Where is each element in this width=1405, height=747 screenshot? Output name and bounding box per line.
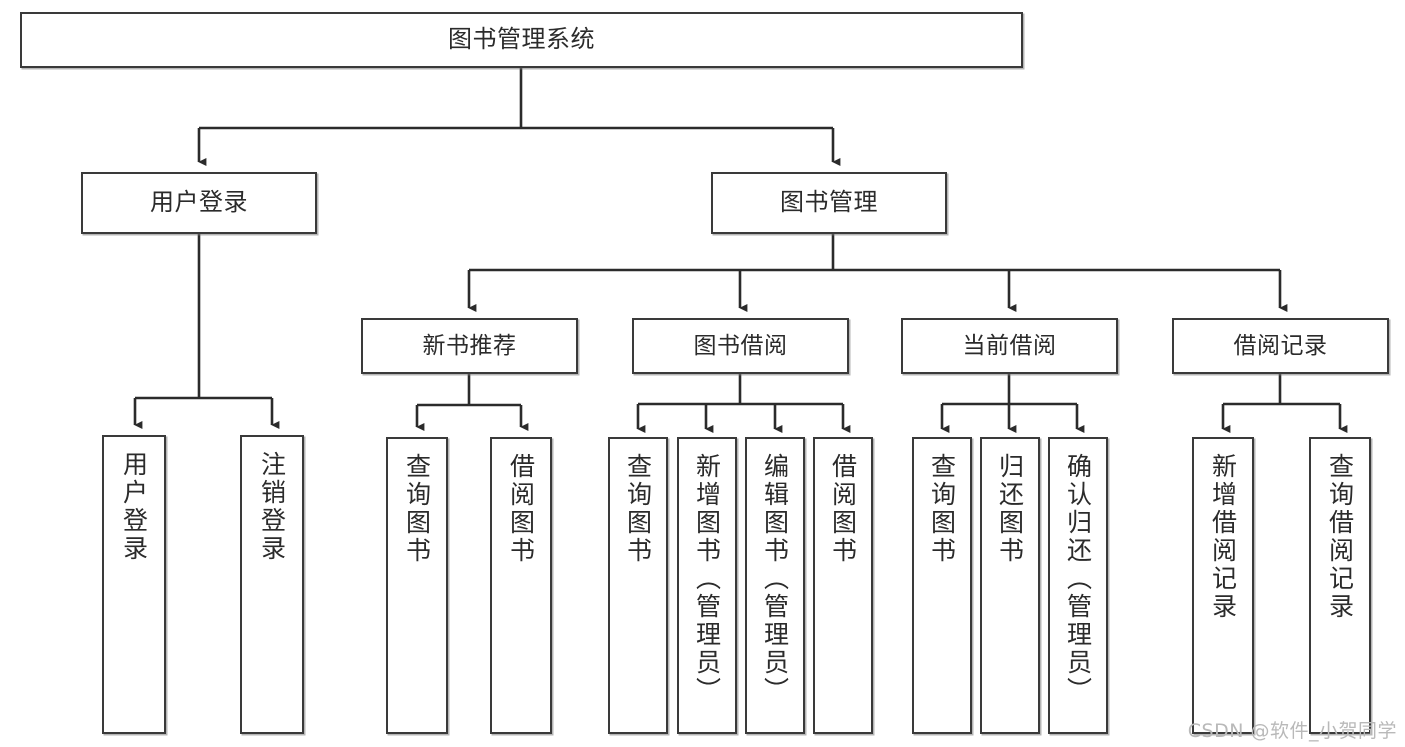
node-label: 当前借阅 (962, 332, 1057, 359)
node-label: 编辑图书（管理员） (760, 453, 790, 705)
node-borrow-records[interactable]: 借阅记录 (1172, 318, 1389, 374)
csdn-watermark: CSDN @软件_小贺同学 (1187, 720, 1397, 742)
node-label: 注销登录 (257, 451, 287, 563)
node-label: 查询图书 (402, 453, 432, 565)
node-user-login[interactable]: 用户登录 (81, 172, 317, 234)
node-label: 新书推荐 (422, 332, 517, 359)
node-label: 图书管理 (780, 188, 878, 217)
node-book-management[interactable]: 图书管理 (711, 172, 947, 234)
node-label: 新增图书（管理员） (692, 453, 722, 705)
node-label: 借阅记录 (1233, 332, 1328, 359)
node-book-borrow[interactable]: 图书借阅 (632, 318, 849, 374)
node-label: 用户登录 (119, 451, 149, 563)
leaf-borrow-records-add[interactable]: 新增借阅记录 (1192, 437, 1254, 734)
node-current-borrow[interactable]: 当前借阅 (901, 318, 1118, 374)
leaf-user-login-login[interactable]: 用户登录 (102, 435, 166, 734)
node-label: 查询借阅记录 (1325, 453, 1355, 621)
leaf-new-book-query[interactable]: 查询图书 (386, 437, 448, 734)
leaf-user-login-logout[interactable]: 注销登录 (240, 435, 304, 734)
leaf-current-borrow-return[interactable]: 归还图书 (980, 437, 1040, 734)
node-label: 确认归还（管理员） (1063, 453, 1093, 705)
node-label: 图书管理系统 (448, 25, 595, 54)
node-label: 借阅图书 (828, 453, 858, 565)
leaf-borrow-records-query[interactable]: 查询借阅记录 (1309, 437, 1371, 734)
node-new-book-recommend[interactable]: 新书推荐 (361, 318, 578, 374)
node-label: 新增借阅记录 (1208, 453, 1238, 621)
leaf-current-borrow-query[interactable]: 查询图书 (912, 437, 972, 734)
node-label: 归还图书 (995, 453, 1025, 565)
node-label: 查询图书 (623, 453, 653, 565)
node-root-system[interactable]: 图书管理系统 (20, 12, 1023, 68)
node-label: 图书借阅 (693, 332, 788, 359)
node-label: 用户登录 (150, 188, 248, 217)
node-label: 查询图书 (927, 453, 957, 565)
leaf-book-borrow-query[interactable]: 查询图书 (608, 437, 668, 734)
leaf-new-book-borrow[interactable]: 借阅图书 (490, 437, 552, 734)
leaf-book-borrow-add[interactable]: 新增图书（管理员） (677, 437, 737, 734)
node-label: 借阅图书 (506, 453, 536, 565)
leaf-current-borrow-confirm-return[interactable]: 确认归还（管理员） (1048, 437, 1108, 734)
leaf-book-borrow-borrow[interactable]: 借阅图书 (813, 437, 873, 734)
leaf-book-borrow-edit[interactable]: 编辑图书（管理员） (745, 437, 805, 734)
